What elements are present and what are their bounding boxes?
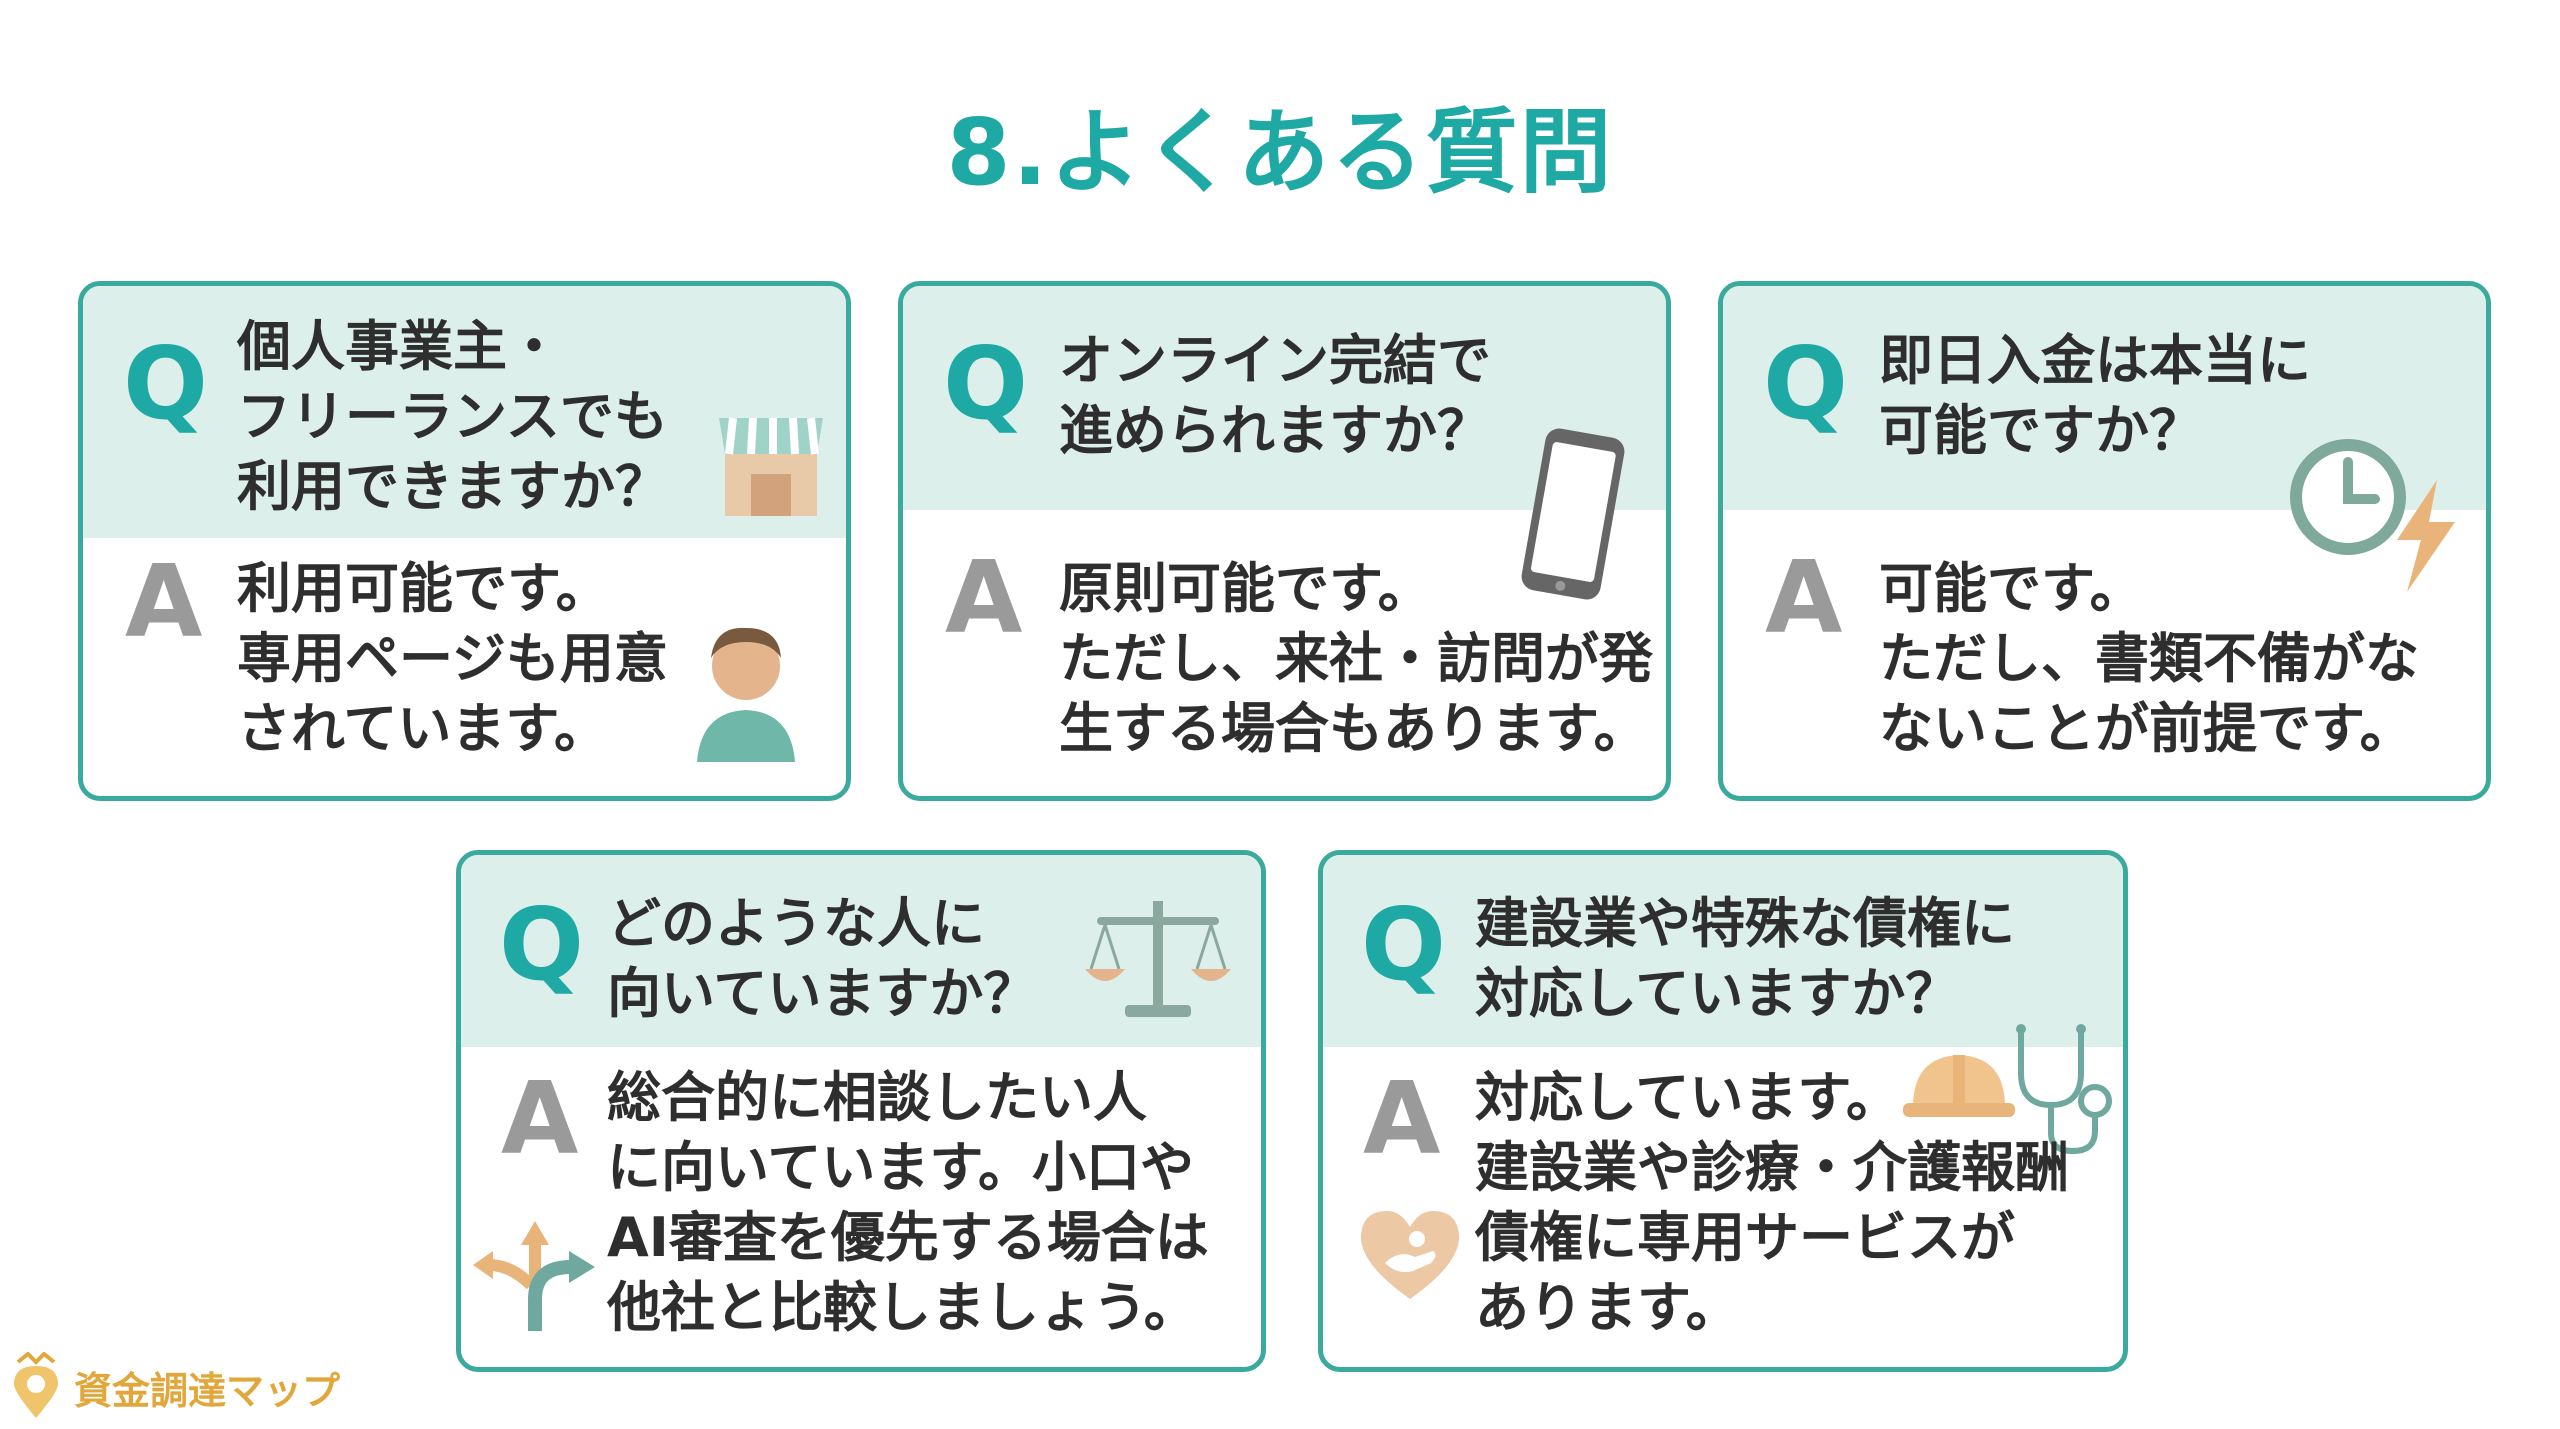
lightning-icon [2397, 480, 2455, 592]
brand-logo: 資金調達マップ [10, 1352, 340, 1422]
shop-icon [719, 417, 823, 516]
question-text: オンライン完結で 進められますか？ [1059, 329, 1491, 462]
answer-text: 原則可能です。 ただし、来社・訪問が発 生する場合もあります。 [1059, 557, 1653, 760]
page-title: 8.よくある質問 [946, 99, 1614, 206]
map-pin-icon [14, 1352, 58, 1418]
scale-icon [1085, 901, 1231, 1017]
question-band [1323, 855, 2123, 1047]
branching-arrows-icon [473, 1221, 595, 1331]
question-text: 個人事業主・ フリーランスでも 利用できますか？ [237, 315, 669, 518]
question-text: 建設業や特殊な債権に 対応していますか？ [1475, 892, 2015, 1025]
q-label: Q [123, 325, 209, 442]
clock-icon [2290, 439, 2406, 555]
a-label: A [945, 539, 1023, 656]
answer-text: 可能です。 ただし、書類不備がな ないことが前提です。 [1879, 557, 2419, 760]
a-label: A [1363, 1060, 1441, 1177]
faq-card-4: Q どのような人に 向いていますか？ A 総合的に相談したい人 に向いています。… [456, 850, 1266, 1372]
q-label: Q [499, 886, 585, 1003]
faq-card-5: Q 建設業や特殊な債権に 対応していますか？ A 対応しています。 建設業や診療… [1318, 850, 2128, 1372]
faq-card-1: Q 個人事業主・ フリーランスでも 利用できますか？ A 利用可能です。 専用ペ… [78, 281, 851, 801]
stethoscope-icon [2016, 1024, 2112, 1155]
q-label: Q [943, 325, 1029, 442]
brand-name: 資金調達マップ [74, 1368, 341, 1413]
question-text: 即日入金は本当に 可能ですか？ [1879, 329, 2311, 462]
answer-text: 対応しています。 建設業や診療・介護報酬 債権に専用サービスが あります。 [1475, 1066, 2069, 1339]
answer-text: 総合的に相談したい人 に向いています。小口や AI審査を優先する場合は 他社と比… [607, 1066, 1209, 1339]
faq-card-2: Q オンライン完結で 進められますか？ A 原則可能です。 ただし、来社・訪問が… [898, 281, 1671, 801]
a-label: A [501, 1060, 579, 1177]
question-band [903, 286, 1666, 510]
question-text: どのような人に 向いていますか？ [607, 892, 1038, 1025]
q-label: Q [1763, 325, 1849, 442]
a-label: A [1765, 539, 1843, 656]
a-label: A [125, 543, 203, 660]
hard-hat-icon [1903, 1055, 2015, 1117]
q-label: Q [1361, 886, 1447, 1003]
person-icon [697, 627, 795, 762]
heart-hand-icon [1360, 1211, 1460, 1299]
faq-card-3: Q 即日入金は本当に 可能ですか？ A 可能です。 ただし、書類不備がな ないこ… [1718, 281, 2491, 801]
smartphone-icon [1521, 428, 1625, 600]
question-band [83, 286, 846, 538]
answer-text: 利用可能です。 専用ページも用意 されています。 [237, 557, 668, 760]
